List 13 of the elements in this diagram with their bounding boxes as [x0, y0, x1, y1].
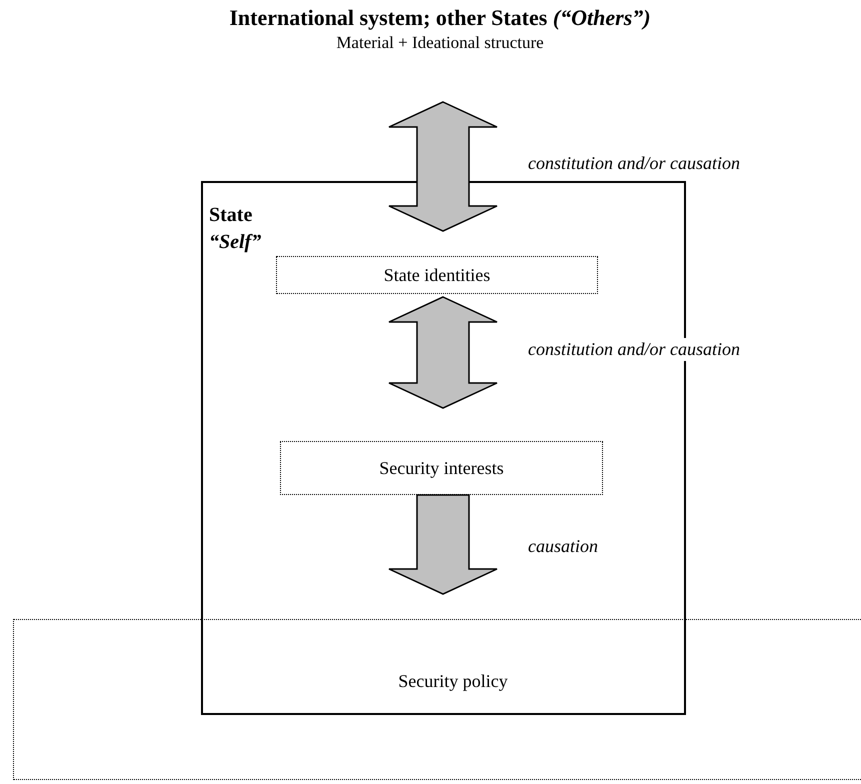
- block-arrow: [388, 296, 498, 409]
- block-arrow: [388, 494, 498, 595]
- box-subtitle: “Self”: [209, 232, 262, 252]
- dotted-box: [13, 619, 861, 780]
- heading-title: International system; other States (“Others”): [229, 4, 651, 32]
- box-title: State: [209, 205, 252, 225]
- box-label: State identities: [384, 264, 490, 286]
- dotted-box: [276, 256, 598, 294]
- box-label: Security interests: [379, 456, 504, 480]
- block-arrow: [388, 101, 498, 232]
- edge-label: constitution and/or causation: [528, 338, 740, 360]
- heading-subtitle: Material + Ideational structure: [336, 32, 544, 53]
- box-label: Security policy: [398, 670, 508, 693]
